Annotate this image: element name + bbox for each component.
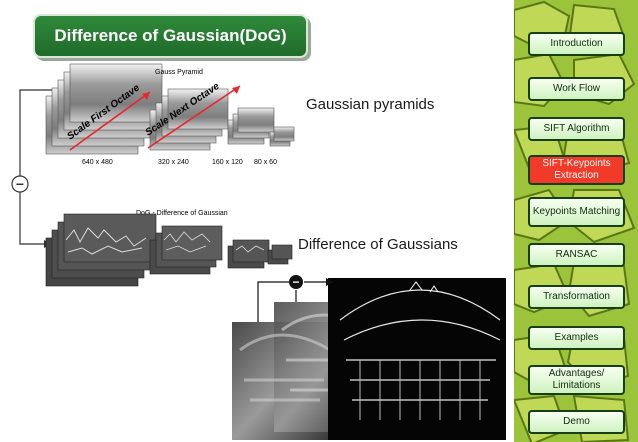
size-label-4: 80 x 60 xyxy=(254,159,277,166)
lower-flow-lines xyxy=(257,278,334,322)
nav-sift-keypoints-extraction[interactable]: SIFT-Keypoints Extraction xyxy=(528,155,625,185)
dog-octave-2 xyxy=(149,225,223,275)
dog-result-image xyxy=(328,278,506,440)
sidebar-nav: Introduction Work Flow SIFT Algorithm SI… xyxy=(514,0,638,442)
minus-operator-icon xyxy=(11,175,29,193)
minus-symbol-2: − xyxy=(292,275,299,289)
nav-introduction[interactable]: Introduction xyxy=(528,32,625,56)
gauss-octave-1 xyxy=(45,63,163,155)
gauss-octave-3 xyxy=(227,107,275,145)
scale-first-arrow xyxy=(69,91,151,151)
nav-sift-algorithm[interactable]: SIFT Algorithm xyxy=(528,117,625,141)
slide-title: Difference of Gaussian(DoG) xyxy=(33,14,308,58)
nav-advantages-limitations[interactable]: Advantages/ Limitations xyxy=(528,365,625,395)
nav-keypoints-matching[interactable]: Keypoints Matching xyxy=(528,197,625,227)
minus-operator-icon-2 xyxy=(289,275,303,289)
gaussian-pyramids-label: Gaussian pyramids xyxy=(306,96,435,113)
nav-transformation[interactable]: Transformation xyxy=(528,285,625,309)
gauss-octave-4 xyxy=(269,126,295,147)
minus-symbol: − xyxy=(16,176,24,192)
dog-figure: − Gauss Pyramid Scale First Octave Scale… xyxy=(11,63,506,440)
nav-ransac[interactable]: RANSAC xyxy=(528,243,625,267)
nav-work-flow[interactable]: Work Flow xyxy=(528,77,625,101)
nav-demo[interactable]: Demo xyxy=(528,410,625,434)
nav-examples[interactable]: Examples xyxy=(528,326,625,350)
dog-octave-3 xyxy=(227,239,270,269)
size-label-1: 640 x 480 xyxy=(82,159,113,166)
gauss-pyramid-header: Gauss Pyramid xyxy=(155,69,203,76)
dog-octave-4 xyxy=(267,244,293,265)
size-label-2: 320 x 240 xyxy=(158,159,189,166)
scale-next-arrow xyxy=(147,85,241,149)
dog-octave-1 xyxy=(45,213,157,287)
size-label-3: 160 x 120 xyxy=(212,159,243,166)
difference-of-gaussians-label: Difference of Gaussians xyxy=(298,236,458,253)
dog-header: DoG - Difference of Gaussian xyxy=(136,210,228,217)
